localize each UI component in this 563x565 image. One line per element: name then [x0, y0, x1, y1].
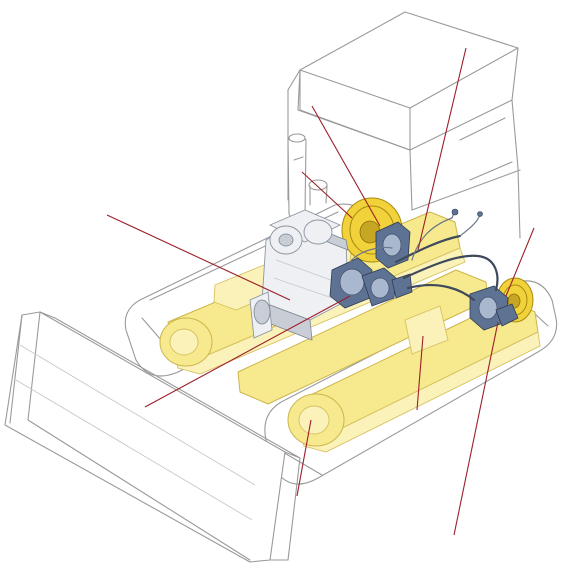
leader-line [106, 214, 291, 301]
leader-line [417, 47, 467, 251]
leader-line [144, 295, 351, 408]
leader-line [416, 335, 424, 411]
leader-lines [106, 47, 535, 536]
leader-line [301, 171, 353, 219]
leader-line [296, 419, 312, 497]
right-hydraulic-motor-icon [469, 285, 519, 331]
left-hydraulic-motor-icon [375, 221, 411, 269]
leader-line [453, 321, 499, 536]
dozer-blade-icon [4, 311, 301, 563]
cab-outline [287, 11, 521, 239]
leader-line [505, 227, 535, 297]
diesel-engine-icon [249, 209, 349, 341]
hydraulic-pump-icon [329, 257, 413, 309]
hydraulic-hoses [349, 208, 499, 302]
leader-line [311, 105, 381, 227]
